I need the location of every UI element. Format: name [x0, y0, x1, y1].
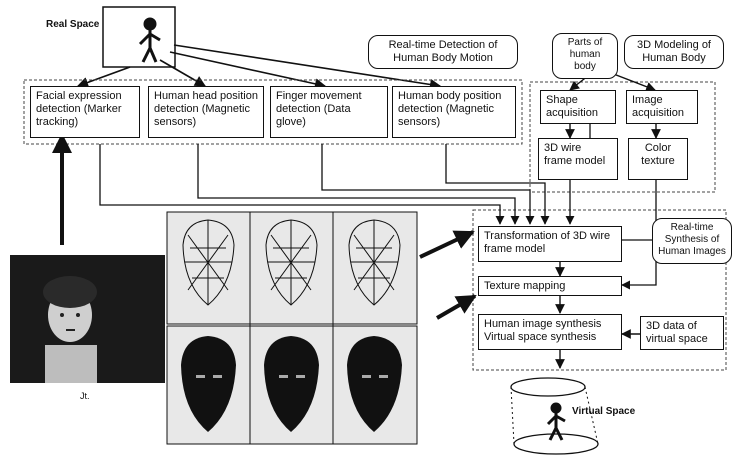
virtual-space-ellipse-bottom: [513, 433, 599, 455]
image-acquisition-box: Image acquisition: [626, 90, 698, 124]
virtual-space-figure-icon: [546, 402, 566, 441]
head-position-box: Human head position detection (Magnetic …: [148, 86, 264, 138]
real-space-frame: [102, 6, 176, 68]
color-texture-box: Color texture: [628, 138, 688, 180]
parts-of-body-label: Parts of human body: [552, 33, 618, 79]
finger-movement-box: Finger movement detection (Data glove): [270, 86, 388, 138]
detection-title: Real-time Detection of Human Body Motion: [368, 35, 518, 69]
modeling-title: 3D Modeling of Human Body: [624, 35, 724, 69]
real-space-figure-icon: [138, 17, 161, 63]
virtual-space-label: Virtual Space: [572, 406, 636, 417]
transformation-box: Transformation of 3D wire frame model: [478, 226, 622, 262]
wire-frame-model-box: 3D wire frame model: [538, 138, 618, 180]
face-photo-subject: [43, 276, 97, 383]
body-position-box: Human body position detection (Magnetic …: [392, 86, 516, 138]
photo-caption: Jt.: [80, 391, 90, 401]
shape-acquisition-box: Shape acquisition: [540, 90, 616, 124]
3d-data-virtual-space-box: 3D data of virtual space: [640, 316, 724, 350]
wireframe-panel: [166, 211, 418, 325]
real-space-label: Real Space: [46, 19, 100, 30]
facial-expression-box: Facial expression detection (Marker trac…: [30, 86, 140, 138]
wireframe-head-icon: [182, 219, 401, 306]
textured-head-icon: [181, 336, 402, 432]
virtual-space-ellipse-top: [510, 377, 586, 397]
human-image-synthesis-box: Human image synthesis Virtual space synt…: [478, 314, 622, 350]
realtime-synthesis-label: Real-time Synthesis of Human Images: [652, 218, 732, 264]
texture-mapping-box: Texture mapping: [478, 276, 622, 296]
